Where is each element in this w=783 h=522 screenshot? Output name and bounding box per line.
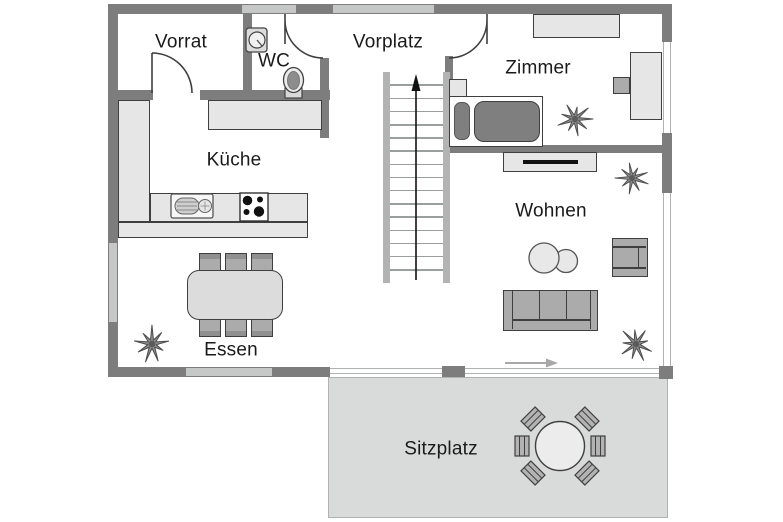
dining-chair [251,319,273,337]
toilet-icon [282,66,305,99]
wall [662,4,672,42]
window-zimmer-right [663,42,671,133]
window [333,5,434,13]
dining-chair [225,319,247,337]
room-label-vorplatz: Vorplatz [352,31,424,53]
armchair-backrest-line [637,246,639,268]
chair-backrest [200,331,220,336]
desk-chair [613,77,630,94]
plant-icon [611,159,654,200]
terrace-table [534,420,586,472]
bed-pillow [454,102,470,140]
wc-sink-icon [245,27,268,53]
bed-mattress [474,101,540,142]
kitchen-counter-left [118,100,150,222]
sofa-cushion-divider [538,291,540,319]
window [186,368,272,376]
terrace-chair [520,460,546,486]
chair-backrest [252,331,272,336]
terrace-chair [590,435,606,457]
coffee-table-large [528,242,560,274]
terrace-chair [574,406,600,432]
wall-corner [659,366,673,379]
wall-wc-kueche [200,90,330,100]
chair-backrest [226,254,246,259]
desk [630,52,662,120]
stairs-up-arrow [411,74,421,280]
kitchen-counter-top [208,100,322,130]
sofa-armrest-right [589,291,591,329]
sofa [503,290,598,331]
armchair [612,238,648,277]
door-arc-vorrat [151,52,193,94]
wardrobe [533,14,620,38]
terrace-chair [574,460,600,486]
plant-icon [613,322,657,368]
chair-backrest [226,331,246,336]
dining-chair [251,253,273,271]
armchair-armrest-bottom [613,267,646,269]
stairs-rail-right [443,72,450,283]
wall [108,4,118,377]
wall-pier [442,366,465,377]
entrance-arrow [505,358,558,368]
armchair-armrest-top [613,246,646,248]
terrace-chair [520,406,546,432]
tv-line [523,160,578,164]
dining-table [187,270,283,320]
room-label-zimmer: Zimmer [505,57,571,79]
room-label-kueche: Küche [206,149,262,171]
plant-icon [128,320,173,368]
wall-zimmer-wohnen [445,145,662,153]
dining-chair [199,253,221,271]
terrace-chair [514,435,530,457]
chair-backrest [252,254,272,259]
sofa-cushion-divider [565,291,567,319]
window-glass-front-bottom [330,368,662,374]
chair-backrest [200,254,220,259]
terrace-area [328,377,668,518]
window [109,243,117,322]
wall-vorrat-kueche [108,90,153,100]
sofa-armrest-left [511,291,513,329]
room-label-wohnen: Wohnen [515,200,587,222]
window [242,5,296,13]
plant-icon [557,104,594,137]
room-label-essen: Essen [204,339,258,361]
kitchen-counter-edge [118,222,308,238]
sofa-seat-line [511,319,591,321]
dining-chair [225,253,247,271]
wall [662,133,672,193]
room-label-sitzplatz: Sitzplatz [404,438,478,460]
sink-icon [170,193,214,219]
window-glass-front-right [663,193,671,367]
room-label-vorrat: Vorrat [155,31,207,53]
door-arc-wc [284,14,324,59]
door-arc-zimmer [448,14,488,59]
stove-icon [239,192,269,222]
dining-chair [199,319,221,337]
stairs-rail-left [383,72,390,283]
room-label-wc: WC [257,50,291,72]
